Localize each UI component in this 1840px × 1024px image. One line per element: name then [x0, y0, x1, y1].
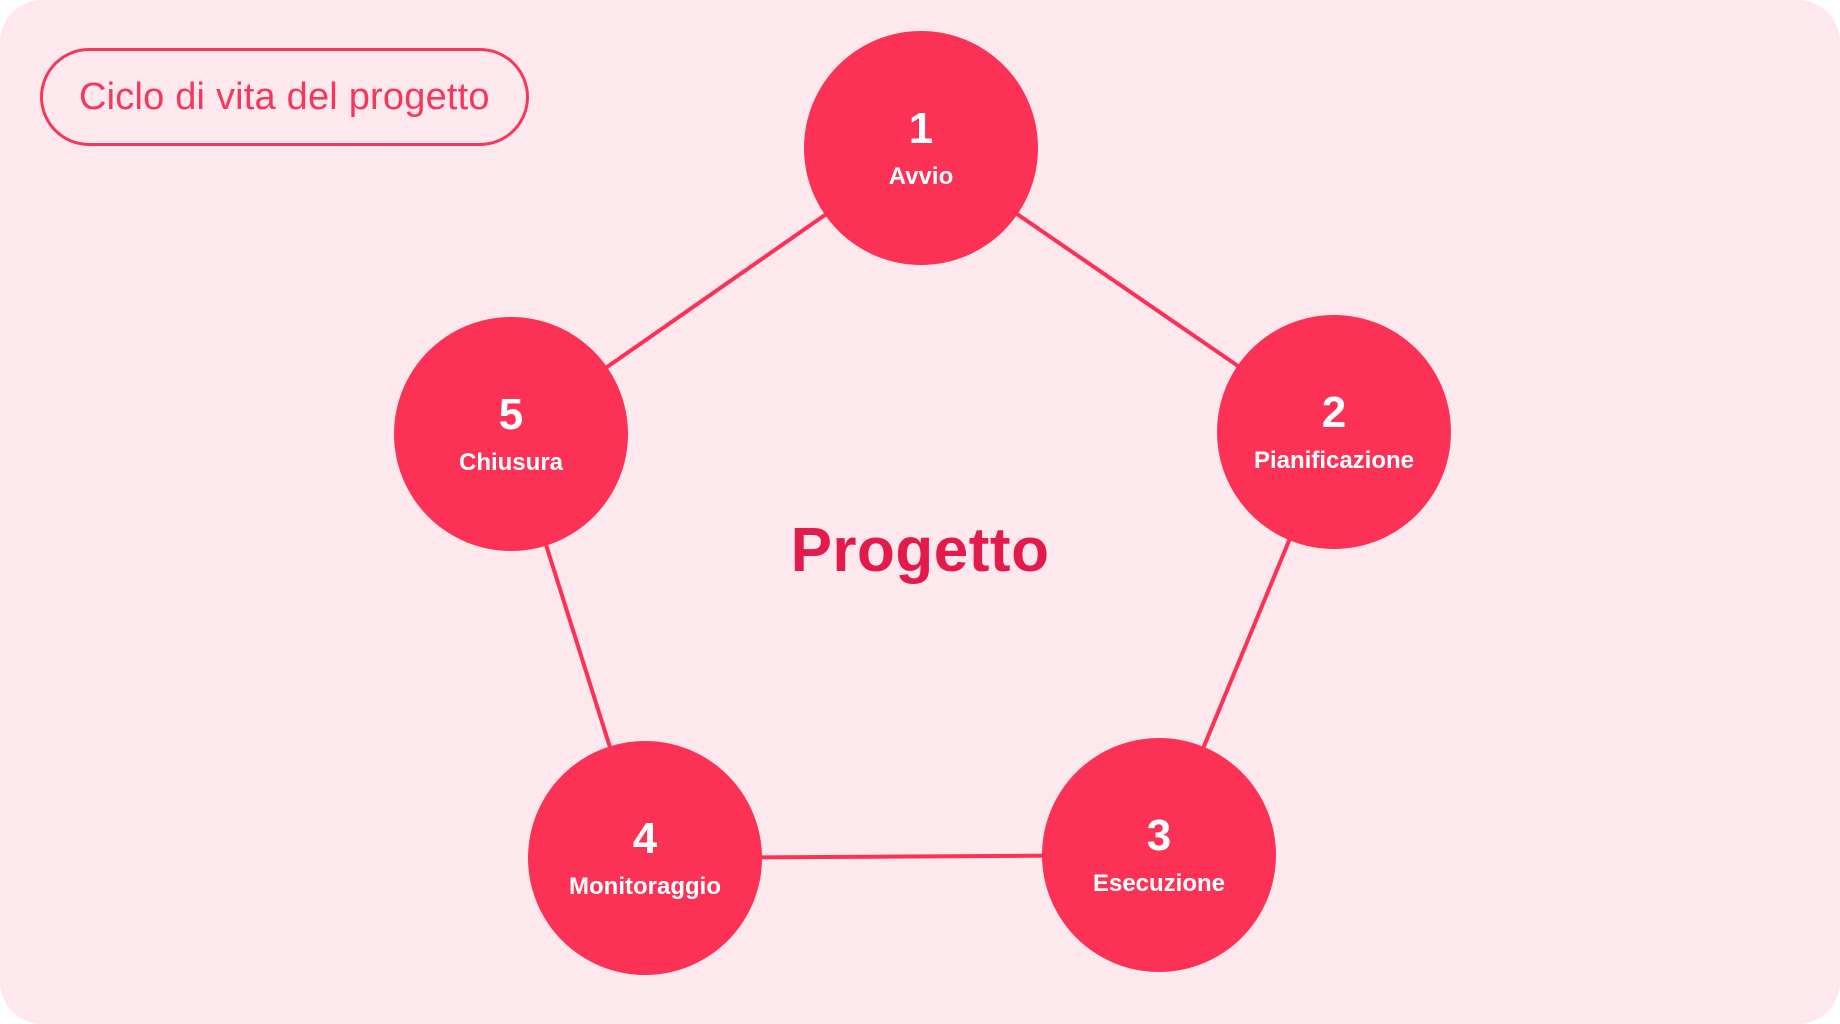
connector-line-4-to-5 — [542, 537, 614, 755]
cycle-node-label: Avvio — [888, 163, 954, 190]
cycle-node-label: Pianificazione — [1253, 447, 1415, 474]
title-pill: Ciclo di vita del progetto — [40, 48, 529, 146]
center-label: Progetto — [790, 516, 1050, 585]
connector-line-1-to-2 — [1010, 208, 1245, 372]
page-title: Ciclo di vita del progetto — [79, 76, 490, 118]
cycle-node-label: Chiusura — [458, 449, 563, 476]
cycle-node-number: 1 — [908, 104, 934, 153]
connector-line-3-to-4 — [753, 853, 1051, 860]
cycle-node-number: 5 — [498, 390, 524, 439]
cycle-node-label: Monitoraggio — [569, 873, 721, 900]
cycle-node-number: 4 — [632, 814, 658, 863]
cycle-node-label: Esecuzione — [1092, 870, 1226, 897]
cycle-node-number: 2 — [1321, 388, 1347, 437]
cycle-node-number: 3 — [1146, 811, 1172, 860]
connector-line-5-to-1 — [600, 209, 832, 373]
connector-line-2-to-3 — [1199, 532, 1294, 755]
